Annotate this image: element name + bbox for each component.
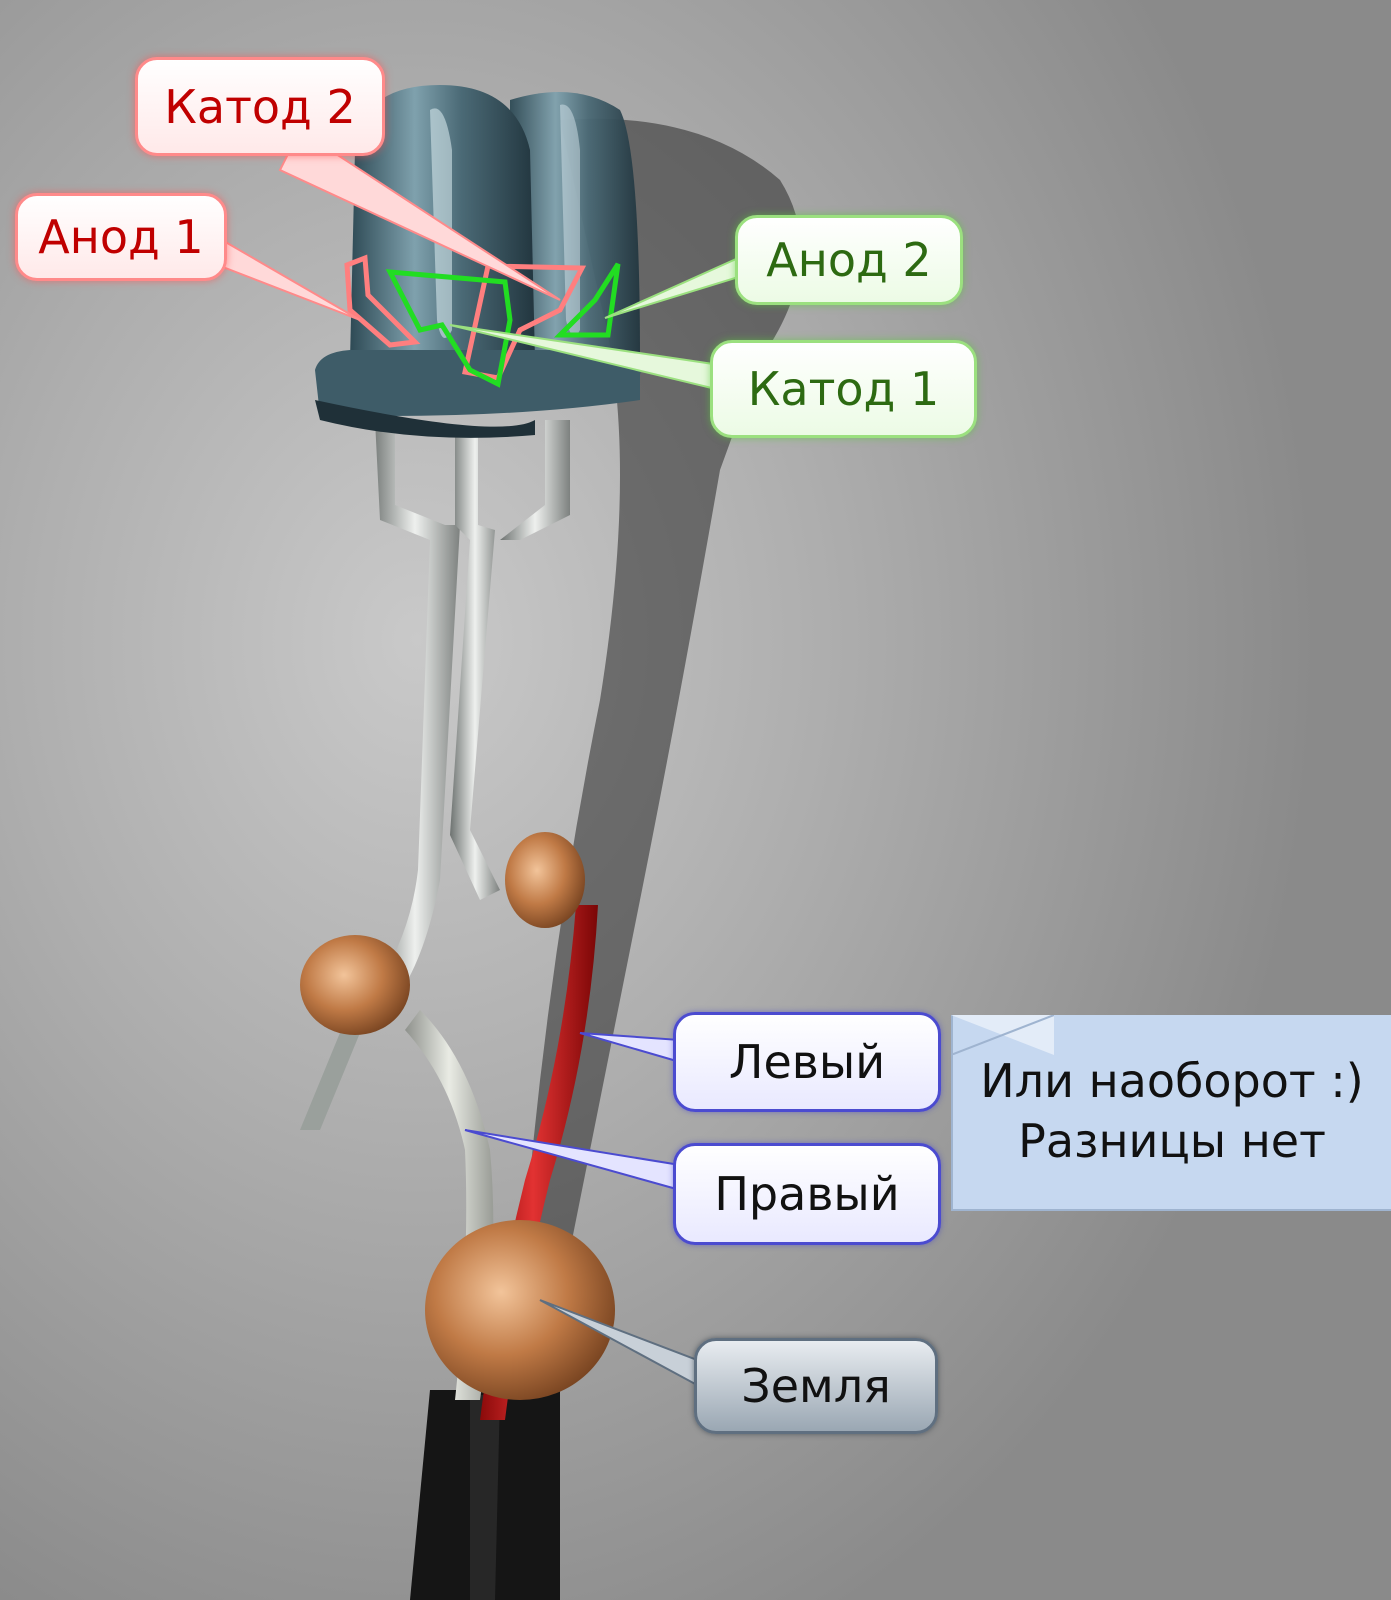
label-pravyi: Правый — [673, 1143, 941, 1245]
label-zemlya: Земля — [694, 1338, 938, 1434]
label-katod-2: Катод 2 — [135, 57, 385, 156]
label-anod-1: Анод 1 — [15, 193, 227, 281]
note-line-1: Или наоборот :) — [980, 1054, 1364, 1109]
label-anod-2: Анод 2 — [735, 215, 963, 305]
note-line-2: Разницы нет — [1018, 1114, 1326, 1168]
note-fold-edge — [951, 1015, 1054, 1055]
label-katod-1: Катод 1 — [710, 340, 977, 438]
note-box: Или наоборот :) Разницы нет — [951, 1015, 1391, 1211]
label-levyi: Левый — [673, 1012, 941, 1112]
